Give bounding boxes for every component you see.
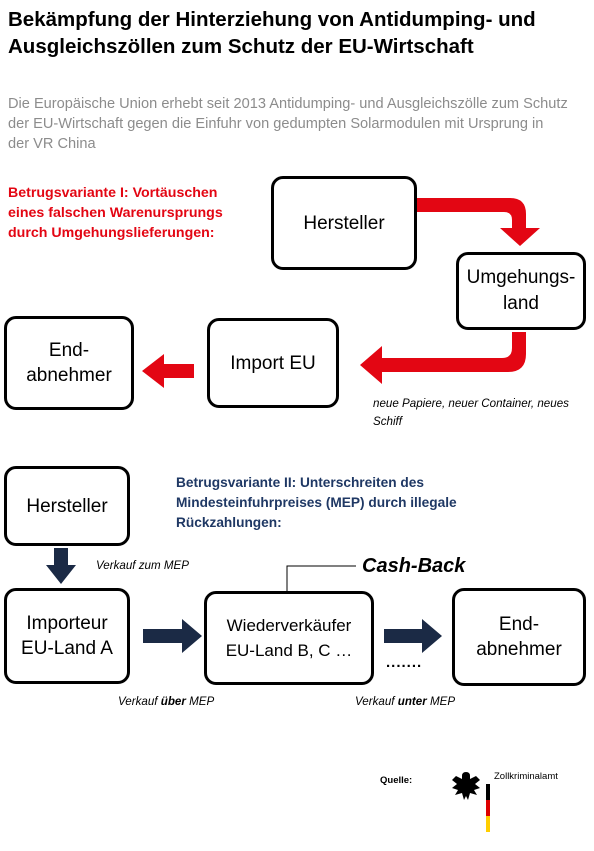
label-sale-at-mep: Verkauf zum MEP — [96, 559, 189, 572]
red-arrows — [142, 198, 540, 388]
source-label: Quelle: — [380, 775, 413, 786]
source-authority: Zollkriminalamt — [494, 771, 558, 782]
arrow-manufacturer-to-importer — [46, 548, 76, 584]
arrow-manufacturer-to-transit — [416, 198, 540, 246]
variant1-note: neue Papiere, neuer Container, neues Sch… — [373, 397, 569, 428]
label-sale-below-mep: Verkauf unter MEP — [355, 695, 456, 708]
node-reseller: Wiederverkäufer EU-Land B, C … — [204, 591, 374, 685]
arrow-import-to-endcustomer — [142, 354, 194, 388]
navy-arrows — [46, 548, 442, 653]
german-flag-stripe — [486, 784, 490, 832]
cash-back-label: Cash-Back — [362, 555, 466, 577]
intro-text: Die Europäische Union erhebt seit 2013 A… — [8, 96, 568, 152]
variant2-heading: Betrugsvariante II: Unterschreiten des M… — [176, 475, 457, 530]
page-title: Bekämpfung der Hinterziehung von Antidum… — [8, 8, 536, 58]
variant1-heading: Betrugsvariante I: Vortäuschen eines fal… — [8, 185, 223, 241]
continuation-dots: ....... — [386, 654, 423, 671]
arrow-transit-to-import — [360, 332, 526, 384]
node-transit-country: Umgehungs- land — [456, 252, 586, 330]
arrow-reseller-to-endcustomer — [384, 619, 442, 653]
node-end-customer-v2: End- abnehmer — [452, 588, 586, 686]
node-manufacturer-v1: Hersteller — [271, 176, 417, 270]
federal-eagle-icon — [452, 772, 480, 800]
label-sale-above-mep: Verkauf über MEP — [118, 695, 215, 708]
arrow-importer-to-reseller — [143, 619, 202, 653]
node-end-customer-v1: End- abnehmer — [4, 316, 134, 410]
node-manufacturer-v2: Hersteller — [4, 466, 130, 546]
node-importer: Importeur EU-Land A — [4, 588, 130, 684]
node-import-eu: Import EU — [207, 318, 339, 408]
